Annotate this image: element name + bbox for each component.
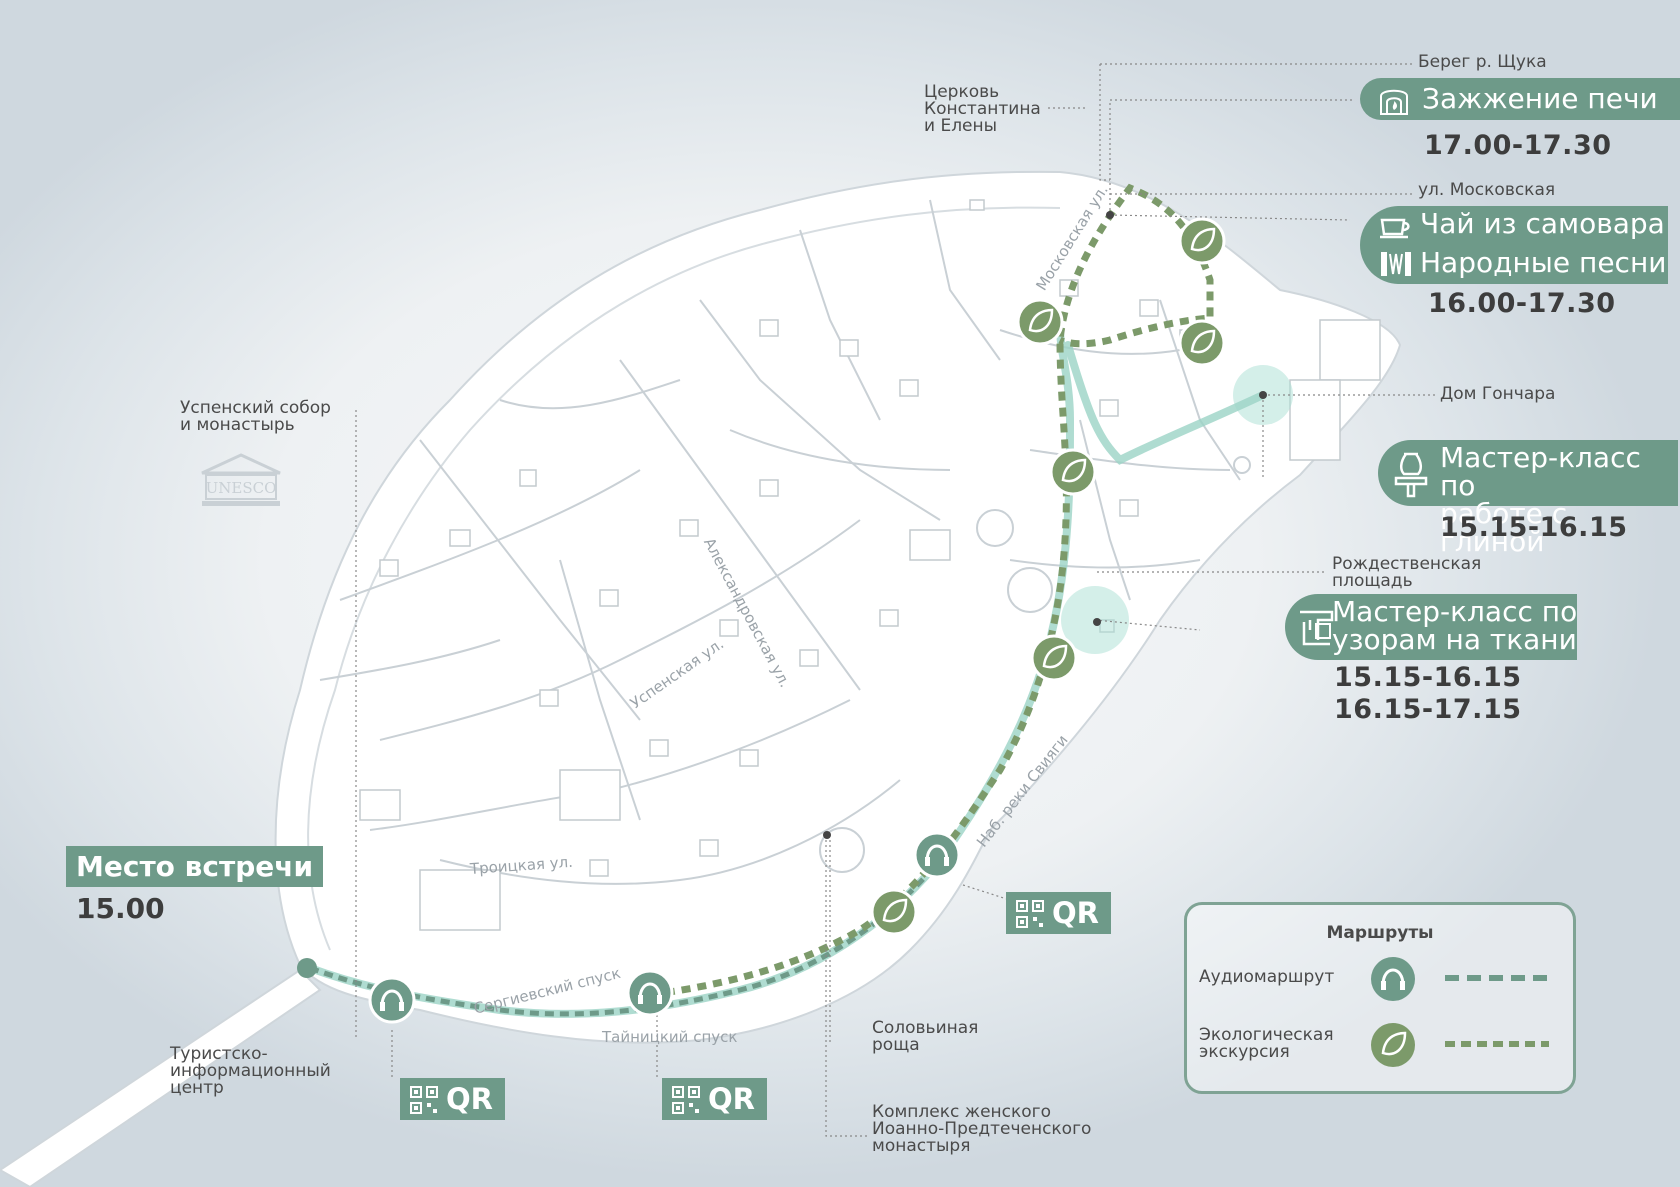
qr-badge-2-label: QR — [708, 1082, 755, 1116]
event-fabric-time-2: 16.15-17.15 — [1334, 694, 1522, 725]
teacup-icon — [1380, 218, 1410, 239]
event-clay-label: Мастер-класс по работе с глиной — [1440, 441, 1641, 558]
accordion-icon — [1381, 252, 1411, 276]
legend-title: Маршруты — [1326, 923, 1434, 943]
event-oven: Зажжение печи — [1360, 78, 1680, 120]
label-dom-gonchara: Дом Гончара — [1440, 384, 1556, 404]
pottery-wheel-icon — [1394, 452, 1428, 498]
qr-badge-3[interactable]: QR — [1006, 892, 1111, 934]
label-bereg: Берег р. Щука — [1418, 52, 1547, 72]
event-songs-label: Народные песни — [1420, 246, 1667, 279]
event-fabric-time-1: 15.15-16.15 — [1334, 662, 1522, 693]
event-oven-time: 17.00-17.30 — [1424, 130, 1612, 161]
legend-eco-line — [1445, 1041, 1549, 1047]
meeting-point-time: 15.00 — [76, 892, 165, 925]
label-church: Церковь Константина и Елены — [924, 82, 1041, 136]
leaf-icon — [1371, 1023, 1415, 1067]
island-shape — [274, 170, 1402, 1044]
oven-icon — [1380, 89, 1408, 115]
qr-code-icon — [672, 1086, 700, 1114]
event-tea-songs-pill — [1360, 206, 1668, 284]
event-fabric-label: Мастер-класс по узорам на ткани — [1332, 595, 1578, 656]
qr-code-icon — [410, 1086, 438, 1114]
event-tea-label: Чай из самовара — [1420, 207, 1665, 240]
label-tourist-center: Туристско- информационный центр — [170, 1044, 331, 1098]
legend-eco-label: Экологическая экскурсия — [1199, 1025, 1334, 1062]
event-clay-pill — [1378, 440, 1678, 506]
sewing-machine-icon — [1300, 610, 1334, 646]
label-uspensky: Успенский собор и монастырь — [180, 398, 331, 435]
meeting-point-marker — [297, 958, 317, 978]
qr-badge-1[interactable]: QR — [400, 1078, 505, 1120]
qr-badge-2[interactable]: QR — [662, 1078, 767, 1120]
event-fabric-pill — [1285, 594, 1577, 660]
headphones-icon — [1371, 957, 1415, 1001]
qr-badge-1-label: QR — [446, 1082, 493, 1116]
eco-markers — [870, 217, 1226, 936]
meeting-point-label: Место встречи — [66, 846, 324, 887]
unesco-emblem-icon: UNESCO — [201, 453, 281, 506]
svg-text:UNESCO: UNESCO — [206, 479, 277, 497]
event-oven-label: Зажжение печи — [1422, 82, 1658, 115]
label-moskovskaya: ул. Московская — [1418, 180, 1556, 200]
label-complex: Комплекс женского Иоанно-Предтеченского … — [872, 1102, 1092, 1156]
street-tainitsky: Тайницкий спуск — [602, 1028, 738, 1046]
routes-legend: Маршруты Аудиомаршрут Экологическая экск… — [1184, 902, 1576, 1094]
event-clay-time: 15.15-16.15 — [1440, 512, 1628, 543]
qr-badge-3-label: QR — [1052, 896, 1099, 930]
label-rozhdestvenskaya: Рождественская площадь — [1332, 554, 1482, 591]
legend-audio-line — [1445, 975, 1549, 981]
causeway — [0, 968, 322, 1187]
qr-code-icon — [1016, 900, 1044, 928]
legend-audio-label: Аудиомаршрут — [1199, 967, 1335, 987]
label-solovinaya: Соловьиная роща — [872, 1018, 979, 1055]
event-songs-time: 16.00-17.30 — [1428, 288, 1616, 319]
audio-markers — [368, 831, 961, 1024]
